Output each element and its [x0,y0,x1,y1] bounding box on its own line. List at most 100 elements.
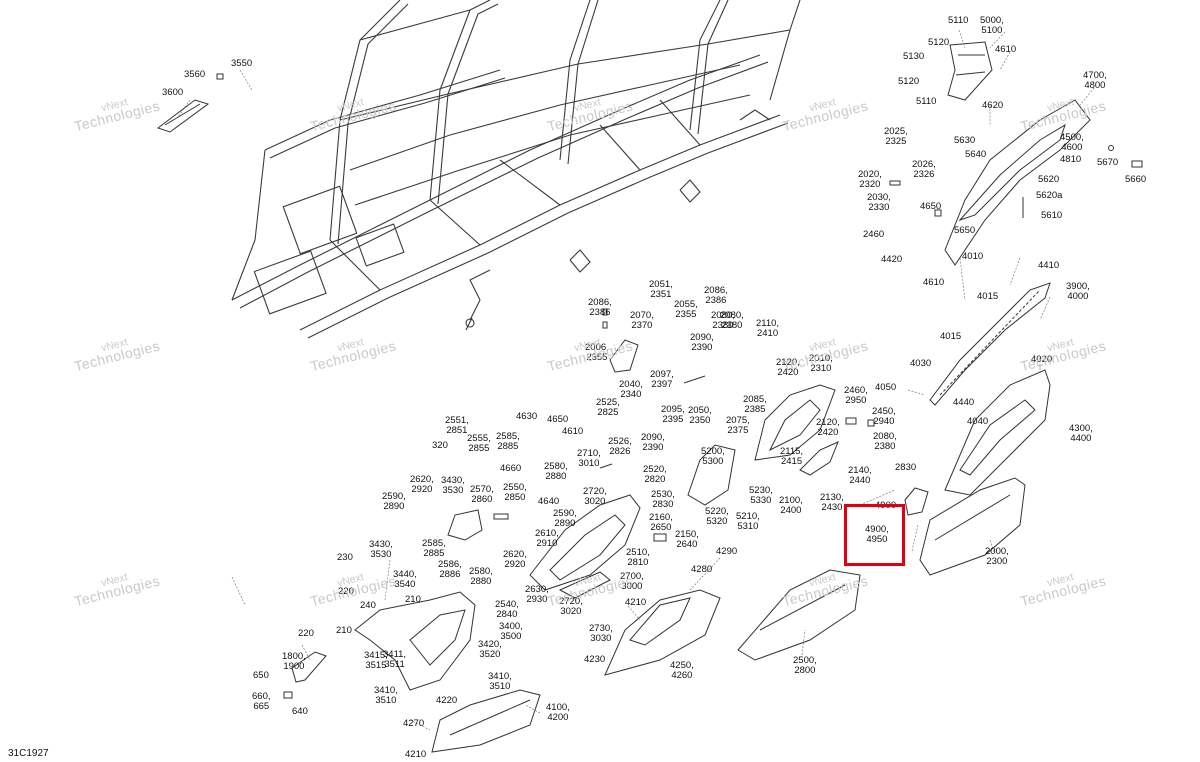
part-callout-label[interactable]: 2610, 2910 [535,528,559,549]
part-callout-label[interactable]: 2025, 2325 [884,126,908,147]
part-callout-label[interactable]: 2555, 2855 [467,433,491,454]
part-callout-label[interactable]: 2075, 2375 [726,415,750,436]
part-callout-label[interactable]: 3410, 3510 [488,671,512,692]
part-callout-label[interactable]: 2590, 2890 [382,491,406,512]
part-callout-label[interactable]: 3410, 3510 [374,685,398,706]
part-callout-label[interactable]: 2720, 3020 [583,486,607,507]
part-callout-label[interactable]: 4650 [920,201,942,212]
part-callout-label[interactable]: 2526, 2826 [608,436,632,457]
part-callout-label[interactable]: 2140, 2440 [848,465,872,486]
part-callout-label[interactable]: 4810 [1060,154,1082,165]
part-callout-label[interactable]: 4650 [547,414,569,425]
part-callout-label[interactable]: 210 [336,625,352,636]
part-callout-label[interactable]: 5200, 5300 [701,446,725,467]
highlighted-part-label[interactable]: 4900, 4950 [865,524,889,545]
part-callout-label[interactable]: 2540, 2840 [495,599,519,620]
highlighted-part-box[interactable]: 4900, 4950 [844,504,905,566]
part-callout-label[interactable]: 4015 [977,291,999,302]
part-callout-label[interactable]: 5640 [965,149,987,160]
part-callout-label[interactable]: 5670 [1097,157,1119,168]
part-callout-label[interactable]: 4250, 4260 [670,660,694,681]
part-callout-label[interactable]: 2720, 3020 [559,596,583,617]
part-callout-label[interactable]: 3420, 3520 [478,639,502,660]
part-callout-label[interactable]: 2551, 2851 [445,415,469,436]
part-callout-label[interactable]: 4410 [1038,260,1060,271]
part-callout-label[interactable]: 2100, 2400 [779,495,803,516]
part-callout-label[interactable]: 220 [298,628,314,639]
part-callout-label[interactable]: 2051, 2351 [649,279,673,300]
part-callout-label[interactable]: 2530, 2830 [651,489,675,510]
part-callout-label[interactable]: 4660 [500,463,522,474]
part-callout-label[interactable]: 2085, 2385 [743,394,767,415]
part-callout-label[interactable]: 2010, 2310 [809,353,833,374]
part-callout-label[interactable]: 2460, 2950 [844,385,868,406]
part-callout-label[interactable]: 4015 [940,331,962,342]
part-callout-label[interactable]: 4030 [910,358,932,369]
part-callout-label[interactable]: 3415, 3515 [364,650,388,671]
part-callout-label[interactable]: 2090, 2390 [690,332,714,353]
part-callout-label[interactable]: 1800, 1900 [282,651,306,672]
part-callout-label[interactable]: 230 [337,552,353,563]
part-callout-label[interactable]: 4610 [995,44,1017,55]
part-callout-label[interactable]: 2500, 2800 [793,655,817,676]
part-callout-label[interactable]: 4270 [403,718,425,729]
part-callout-label[interactable]: 4640 [538,496,560,507]
part-callout-label[interactable]: 2160, 2650 [649,512,673,533]
part-callout-label[interactable]: 2050, 2350 [688,405,712,426]
part-callout-label[interactable]: 3400, 3500 [499,621,523,642]
part-callout-label[interactable]: 4210 [405,749,427,760]
part-callout-label[interactable]: 2580, 2880 [469,566,493,587]
part-callout-label[interactable]: 2450, 2940 [872,406,896,427]
part-callout-label[interactable]: 2730, 3030 [589,623,613,644]
part-callout-label[interactable]: 2020, 2320 [858,169,882,190]
part-callout-label[interactable]: 2080, 2380 [720,310,744,331]
part-callout-label[interactable]: 4010 [962,251,984,262]
part-callout-label[interactable]: 210 [405,594,421,605]
part-callout-label[interactable]: 3430, 3530 [441,475,465,496]
part-callout-label[interactable]: 2110, 2410 [756,318,780,339]
part-callout-label[interactable]: 5660 [1125,174,1147,185]
part-callout-label[interactable]: 5120 [898,76,920,87]
part-callout-label[interactable]: 2620, 2920 [503,549,527,570]
part-callout-label[interactable]: 3550 [231,58,253,69]
part-callout-label[interactable]: 3900, 4000 [1066,281,1090,302]
part-callout-label[interactable]: 4230 [584,654,606,665]
part-callout-label[interactable]: 5620 [1038,174,1060,185]
part-callout-label[interactable]: 2520, 2820 [643,464,667,485]
part-callout-label[interactable]: 3430, 3530 [369,539,393,560]
part-callout-label[interactable]: 2097, 2397 [650,369,674,390]
part-callout-label[interactable]: 4630 [516,411,538,422]
part-callout-label[interactable]: 5620a [1036,190,1063,201]
part-callout-label[interactable]: 2006, 2355 [585,342,609,363]
part-callout-label[interactable]: 2000, 2300 [985,546,1009,567]
part-callout-label[interactable]: 5110 [948,15,969,26]
part-callout-label[interactable]: 2080, 2380 [873,431,897,452]
part-callout-label[interactable]: 2630, 2930 [525,584,549,605]
part-callout-label[interactable]: 650 [253,670,269,681]
part-callout-label[interactable]: 2590, 2890 [553,508,577,529]
part-callout-label[interactable]: 4050 [875,382,897,393]
part-callout-label[interactable]: 2030, 2330 [867,192,891,213]
part-callout-label[interactable]: 2130, 2430 [820,492,844,513]
part-callout-label[interactable]: 2086, 2386 [588,297,612,318]
part-callout-label[interactable]: 4220 [436,695,458,706]
part-callout-label[interactable]: 2055, 2355 [674,299,698,320]
part-callout-label[interactable]: 2095, 2395 [661,404,685,425]
part-callout-label[interactable]: 2700, 3000 [620,571,644,592]
part-callout-label[interactable]: 220 [338,586,354,597]
part-callout-label[interactable]: 2080, 2380 [711,310,735,331]
part-callout-label[interactable]: 2040, 2340 [619,379,643,400]
part-callout-label[interactable]: 2115, 2415 [780,446,804,467]
part-callout-label[interactable]: 4440 [953,397,975,408]
part-callout-label[interactable]: 320 [432,440,448,451]
part-callout-label[interactable]: 2550, 2850 [503,482,527,503]
part-callout-label[interactable]: 240 [360,600,376,611]
part-callout-label[interactable]: 2026, 2326 [912,159,936,180]
part-callout-label[interactable]: 2586, 2886 [438,559,462,580]
part-callout-label[interactable]: 5610 [1041,210,1063,221]
part-callout-label[interactable]: 2710, 3010 [577,448,601,469]
part-callout-label[interactable]: 2525, 2825 [596,397,620,418]
part-callout-label[interactable]: 2580, 2880 [544,461,568,482]
part-callout-label[interactable]: 640 [292,706,308,717]
part-callout-label[interactable]: 4280 [691,564,713,575]
